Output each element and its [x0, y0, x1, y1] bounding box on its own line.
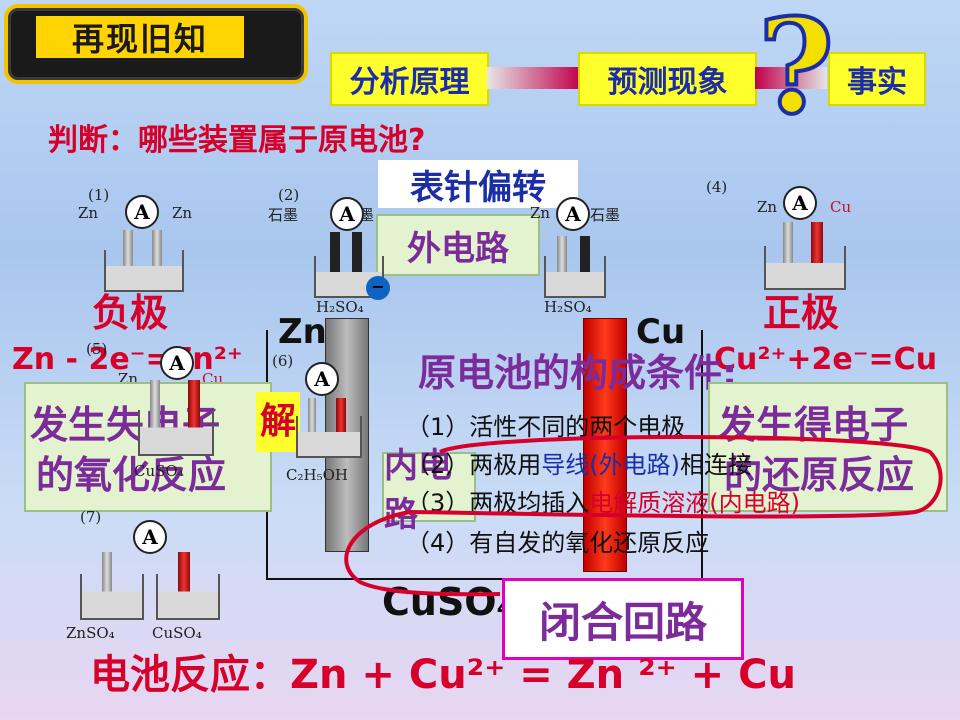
ammeter-icon: A [125, 195, 159, 229]
device1-right: Zn [172, 204, 193, 222]
condition-2: （2）两极用导线(外电路)相连接 [406, 446, 752, 484]
zn-label: Zn [278, 312, 327, 352]
device2-number: (2) [278, 186, 300, 204]
question-line: 判断：哪些装置属于原电池? [48, 123, 426, 158]
positive-pole-label: 正极 [763, 291, 840, 335]
device2-solution: H₂SO₄ [316, 298, 364, 316]
beaker [296, 416, 362, 458]
device4-right: Cu [830, 198, 852, 216]
step-analyze: 分析原理 [330, 52, 489, 106]
neg-desc-line2: 的氧化反应 [36, 453, 227, 497]
beaker [104, 250, 184, 292]
minus-icon: − [366, 276, 390, 300]
beaker [764, 246, 846, 290]
negative-pole-label: 负极 [92, 291, 169, 335]
step-predict: 预测现象 [578, 52, 757, 106]
cu-electrode [583, 318, 627, 572]
question-mark-icon: ? [756, 0, 836, 145]
condition-2-head: （2）两极用 [406, 451, 542, 479]
condition-4: （4）有自发的氧化还原反应 [406, 529, 710, 557]
device5-solution: CuSO₄ [134, 462, 184, 480]
ammeter-icon: A [160, 346, 194, 380]
closed-loop-callout: 闭合回路 [502, 578, 744, 660]
beaker [156, 574, 220, 620]
device1-left: Zn [78, 204, 99, 222]
beaker [138, 410, 214, 456]
cell-reaction: 电池反应：Zn + Cu²⁺ = Zn ²⁺ + Cu [90, 652, 796, 698]
device3-solution: H₂SO₄ [544, 298, 592, 316]
device7-solution-left: ZnSO₄ [66, 624, 115, 642]
device6-solution: C₂H₅OH [286, 466, 348, 484]
external-circuit-callout: 外电路 [376, 214, 540, 276]
device4-number: (4) [706, 178, 728, 196]
dissolve-fragment: 解 [256, 392, 300, 452]
title-banner: 再现旧知 [4, 4, 308, 84]
ammeter-icon: A [133, 520, 167, 554]
device3-left: Zn [530, 204, 551, 222]
page-title: 再现旧知 [36, 16, 244, 58]
arrow-left [755, 67, 827, 89]
closed-loop-outline [344, 435, 943, 597]
ammeter-icon: A [305, 362, 339, 396]
device3-right: 石墨 [590, 206, 621, 224]
cu-label: Cu [636, 312, 686, 352]
beaker-wall [701, 330, 703, 580]
device6-number: (6) [272, 352, 294, 370]
main-solution-label: CuSO₄ [382, 580, 514, 624]
device7-solution-right: CuSO₄ [152, 624, 202, 642]
condition-2-highlight: 导线(外电路) [541, 451, 681, 479]
pos-desc-line2: 的还原反应 [724, 453, 915, 497]
device1-number: (1) [88, 186, 110, 204]
needle-callout: 表针偏转 [378, 160, 578, 208]
ammeter-icon: A [783, 186, 817, 220]
ammeter-icon: A [330, 197, 364, 231]
beaker-bottom [266, 578, 703, 580]
device2-left: 石墨 [268, 206, 299, 224]
device4-left: Zn [757, 198, 778, 216]
beaker [80, 574, 144, 620]
condition-3-highlight: 电解质溶液(内电路) [589, 489, 801, 517]
device5-number: (5) [86, 340, 108, 358]
step-fact: 事实 [828, 52, 926, 106]
negative-equation: Zn - 2e⁻=Zn²⁺ [12, 342, 243, 377]
positive-equation: Cu²⁺+2e⁻=Cu [714, 342, 938, 377]
conditions-title: 原电池的构成条件: [418, 351, 738, 395]
device7-number: (7) [80, 508, 102, 526]
beaker [544, 256, 606, 298]
condition-2-tail: 相连接 [680, 451, 753, 479]
ammeter-icon: A [556, 197, 590, 231]
arrow-right [487, 67, 581, 89]
